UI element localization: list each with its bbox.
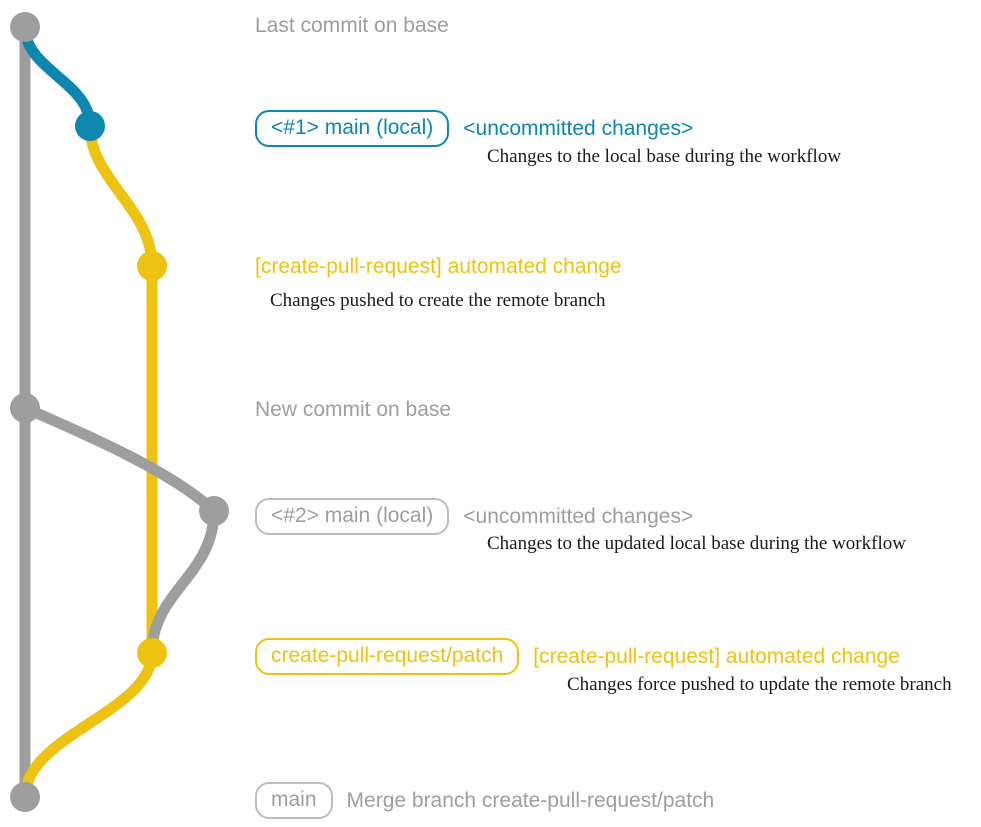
ref-badge-main[interactable]: main xyxy=(255,782,333,820)
edge-base-to-local-1 xyxy=(19,21,96,132)
commit-node-merge[interactable] xyxy=(10,782,40,812)
edge-base-2-to-local-2 xyxy=(19,402,220,517)
edge-local-1-to-patch-1 xyxy=(84,120,158,272)
commit-row-merge-commit: main Merge branch create-pull-request/pa… xyxy=(255,782,715,820)
commit-node-local-2[interactable] xyxy=(199,496,229,526)
commit-subject-merge-commit: Merge branch create-pull-request/patch xyxy=(346,788,715,812)
commit-subject-local-change-1: <uncommitted changes> xyxy=(463,116,694,140)
commit-subject-local-change-2: <uncommitted changes> xyxy=(463,504,694,528)
ref-badge-main-local-2[interactable]: <#2> main (local) xyxy=(255,498,450,536)
commit-node-base-1[interactable] xyxy=(10,12,40,42)
commit-description-local-change-1: Changes to the local base during the wor… xyxy=(487,146,842,167)
commit-row-automated-change-2: create-pull-request/patch [create-pull-r… xyxy=(255,638,900,676)
commit-subject-last-commit-on-base: Last commit on base xyxy=(255,14,449,37)
edge-local-2-to-patch-2 xyxy=(146,505,220,659)
commit-subject-automated-change-1: [create-pull-request] automated change xyxy=(255,255,622,278)
commit-subject-new-commit-on-base: New commit on base xyxy=(255,398,452,421)
edge-patch-2-to-merge xyxy=(19,647,158,803)
commit-node-patch-2[interactable] xyxy=(137,638,167,668)
commit-node-local-1[interactable] xyxy=(75,111,105,141)
commit-description-automated-change-2: Changes force pushed to update the remot… xyxy=(567,674,952,695)
ref-badge-main-local-1[interactable]: <#1> main (local) xyxy=(255,110,450,148)
commit-graph xyxy=(10,12,229,812)
commit-description-automated-change-1: Changes pushed to create the remote bran… xyxy=(270,290,606,311)
commit-row-local-change-2: <#2> main (local) <uncommitted changes> xyxy=(255,498,694,536)
commit-subject-automated-change-2: [create-pull-request] automated change xyxy=(533,644,900,668)
commit-node-base-2[interactable] xyxy=(10,393,40,423)
commit-node-patch-1[interactable] xyxy=(137,251,167,281)
ref-badge-create-pull-request-patch[interactable]: create-pull-request/patch xyxy=(255,638,520,676)
commit-description-local-change-2: Changes to the updated local base during… xyxy=(487,533,906,554)
commit-row-local-change-1: <#1> main (local) <uncommitted changes> xyxy=(255,110,694,148)
